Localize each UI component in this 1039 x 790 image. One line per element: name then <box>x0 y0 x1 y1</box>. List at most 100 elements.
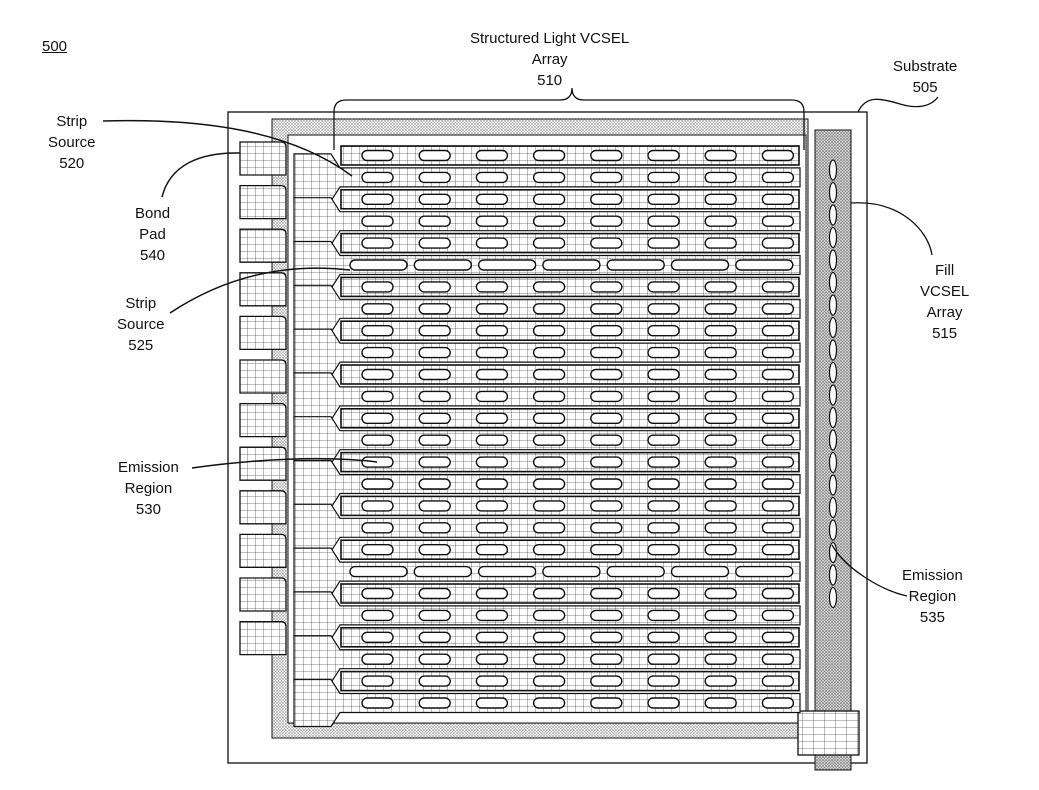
emitter <box>647 346 680 359</box>
leader-strip-source-525 <box>169 267 351 314</box>
fill-emitter <box>828 384 838 406</box>
emitter <box>532 653 566 665</box>
label-line: Substrate <box>893 58 958 75</box>
emitter <box>475 149 509 162</box>
label-line: Bond <box>135 205 171 222</box>
bond-pad <box>239 228 287 263</box>
emitter <box>418 478 451 490</box>
emitter-long <box>606 259 665 271</box>
emitter <box>590 609 623 622</box>
emitter <box>704 193 737 206</box>
strip-short <box>340 583 800 604</box>
emitter <box>647 325 680 337</box>
emitter <box>532 281 566 293</box>
emitter <box>361 609 394 622</box>
emitter <box>761 522 795 534</box>
emitter <box>704 456 737 468</box>
fill-emitter <box>828 564 838 586</box>
emitter <box>475 368 509 381</box>
emitter <box>704 281 737 293</box>
emitter <box>475 434 509 446</box>
emitter <box>761 456 795 468</box>
strip-short <box>340 495 800 517</box>
emitter <box>418 237 451 249</box>
emitter <box>532 675 566 687</box>
emitter <box>761 653 795 665</box>
emitter <box>590 215 623 227</box>
emitter <box>647 390 680 403</box>
emitter <box>590 587 623 600</box>
fill-emitter <box>828 406 838 429</box>
strip-short <box>340 407 800 429</box>
emitter <box>361 281 394 293</box>
label-line: 505 <box>912 79 938 96</box>
label-line: 510 <box>537 72 563 89</box>
emitter <box>361 325 394 337</box>
emitter <box>532 456 566 468</box>
fill-emitter <box>828 294 838 316</box>
fill-emitter <box>828 249 838 271</box>
emitter <box>647 675 680 687</box>
emitter <box>647 522 680 534</box>
fill-emitters <box>828 159 838 609</box>
label-line: Pad <box>139 226 166 243</box>
emitter <box>532 368 566 381</box>
emitter <box>704 544 737 556</box>
leader-fill-array <box>850 202 933 256</box>
emitter <box>475 303 509 315</box>
emitter <box>361 171 394 184</box>
emitter <box>704 675 737 687</box>
emitter <box>647 281 680 293</box>
emitter <box>532 412 566 424</box>
emitter <box>704 171 737 184</box>
emitter <box>361 522 394 534</box>
emitter <box>647 303 680 315</box>
emitter <box>532 171 566 184</box>
label-line: 535 <box>919 609 945 626</box>
emitter <box>590 368 623 381</box>
emitter <box>532 193 566 206</box>
emitter <box>590 500 623 512</box>
emitter <box>418 215 451 227</box>
label-fill-vcsel-array: Fill VCSEL Array 515 <box>920 260 969 344</box>
fill-emitter <box>828 586 838 609</box>
leader-bond-pad <box>161 152 241 198</box>
label-line: VCSEL <box>920 283 970 300</box>
emitter <box>418 281 451 293</box>
emitter <box>590 544 623 556</box>
leader-strip-source-520 <box>102 119 353 177</box>
bond-pad <box>239 490 287 525</box>
emitter <box>590 412 623 424</box>
strip-short <box>340 232 800 254</box>
label-emission-region-530: Emission Region 530 <box>118 457 179 520</box>
emitter <box>475 346 509 359</box>
emitter <box>418 149 451 162</box>
emitter <box>761 325 795 337</box>
emitter <box>647 587 680 600</box>
emitter <box>475 697 509 709</box>
strip-short <box>340 320 800 342</box>
emitter <box>418 171 451 184</box>
emitter <box>361 500 394 512</box>
emitter <box>418 456 451 468</box>
emitter <box>647 631 680 643</box>
bond-pad <box>239 402 287 438</box>
emitter <box>647 609 680 622</box>
emitter <box>704 500 737 512</box>
bond-pad <box>239 533 287 569</box>
emitter <box>361 675 394 687</box>
emitter <box>704 631 737 643</box>
label-line: Fill <box>935 262 955 279</box>
array-bracket <box>333 87 805 150</box>
bond-pad <box>239 446 287 481</box>
emitter <box>704 149 737 162</box>
fill-emitter <box>828 361 838 384</box>
emitter <box>761 281 795 293</box>
emitter <box>761 368 795 381</box>
emitter <box>590 193 623 206</box>
emitter <box>761 346 795 359</box>
emitter <box>361 412 394 424</box>
emitter <box>590 237 623 249</box>
emitter <box>532 631 566 643</box>
emitter <box>761 631 795 643</box>
